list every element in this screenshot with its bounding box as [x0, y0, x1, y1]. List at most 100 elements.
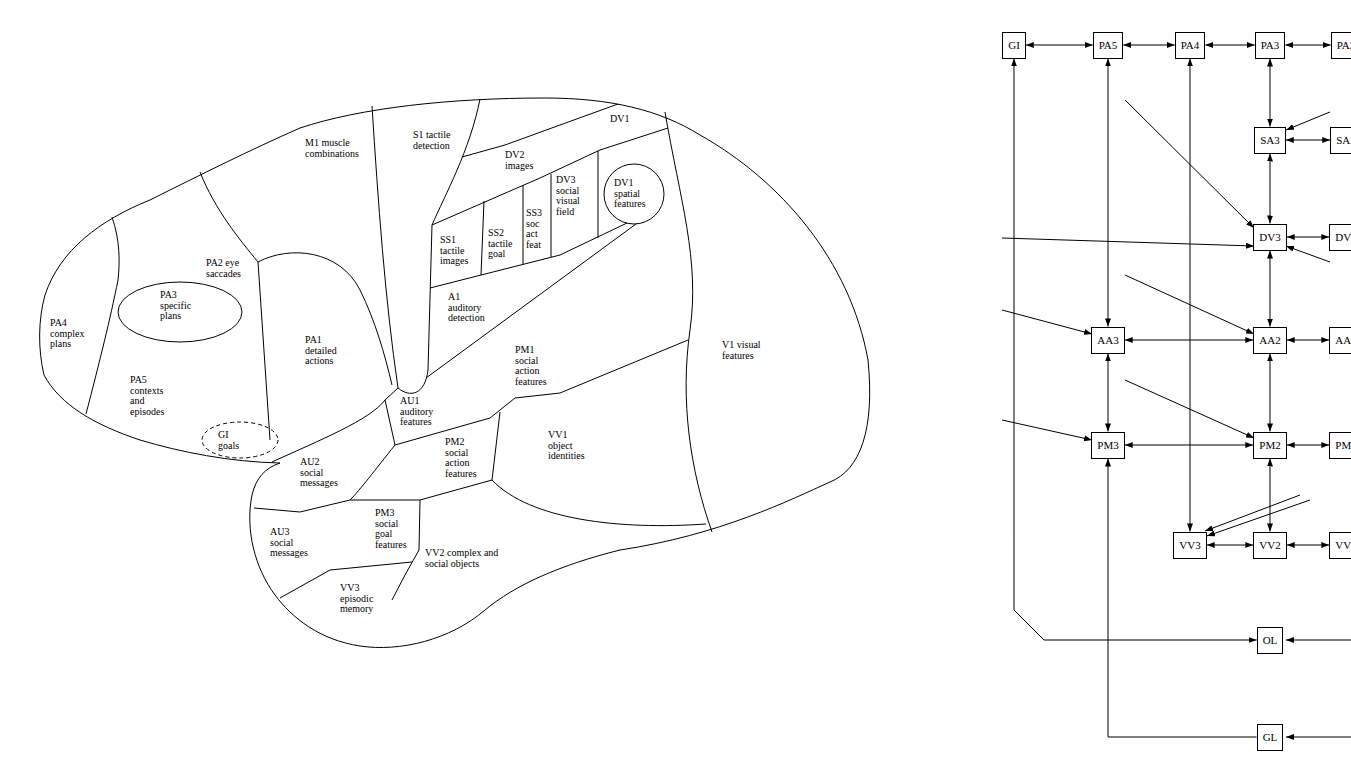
brain-outline	[40, 98, 870, 648]
region-label: SS2 tactile goal	[488, 228, 520, 260]
region-boundary	[118, 282, 242, 342]
region-boundary	[481, 201, 484, 275]
region-boundary	[392, 500, 420, 600]
region-label: SS3 soc act feat	[526, 208, 546, 250]
module-box: PA5	[1093, 32, 1124, 59]
module-box: PM1	[1329, 432, 1351, 459]
connector-arrow	[1287, 237, 1330, 238]
module-name: PA5	[1099, 39, 1118, 52]
region-label: PA5 contexts and episodes	[130, 375, 176, 417]
module-name: PM2	[1259, 439, 1280, 452]
region-label: PM2 social action features	[445, 437, 483, 479]
module-name: PM3	[1097, 439, 1118, 452]
connector-arrow	[1287, 545, 1330, 546]
region-boundary	[604, 164, 664, 224]
connector-arrow	[1207, 545, 1254, 546]
input-line	[1002, 420, 1092, 440]
connector-arrow	[1287, 445, 1330, 446]
module-box: AA2	[1253, 327, 1286, 354]
module-name: PA3	[1261, 39, 1280, 52]
module-box: PM2	[1253, 432, 1286, 459]
module-box: PA2	[1331, 32, 1351, 59]
connector-arrow	[1123, 45, 1174, 46]
region-label: VV3 episodic memory	[340, 583, 384, 615]
connector-arrow	[1269, 459, 1270, 532]
input-line	[1002, 310, 1092, 334]
region-label: V1 visual features	[722, 340, 764, 361]
module-box: PA3	[1255, 32, 1286, 59]
connector-arrow	[1205, 45, 1254, 46]
connector-arrow	[1269, 251, 1270, 327]
module-name: GL	[1263, 731, 1278, 744]
region-label: PM3 social goal features	[375, 508, 413, 550]
connector-arrow	[1269, 354, 1270, 432]
region-boundary	[372, 106, 398, 388]
region-boundary	[492, 480, 706, 526]
region-label: PA3 specific plans	[160, 290, 202, 322]
region-label: VV2 complex and social objects	[425, 548, 513, 569]
connector-arrow	[1107, 354, 1108, 432]
module-name: AA3	[1097, 334, 1118, 347]
module-name: SA2	[1336, 134, 1351, 147]
module-name: AA1	[1335, 334, 1351, 347]
region-label: DV1	[610, 114, 636, 125]
region-boundary	[432, 128, 668, 225]
region-label: GI goals	[218, 430, 248, 451]
module-box: PA4	[1175, 32, 1206, 59]
region-label: AU1 auditory features	[400, 396, 440, 428]
region-boundary	[665, 112, 712, 532]
region-label: PA2 eye saccades	[206, 258, 246, 279]
module-name: VV3	[1179, 539, 1200, 552]
region-boundary	[398, 225, 432, 393]
module-box: GI	[1002, 32, 1026, 59]
region-label: AU3 social messages	[270, 527, 312, 559]
connector-arrow	[1125, 445, 1254, 446]
module-name: SA3	[1260, 134, 1280, 147]
region-label: PM1 social action features	[515, 345, 555, 387]
module-name: VV1	[1335, 539, 1351, 552]
module-box: VV3	[1173, 532, 1206, 559]
region-boundary	[258, 253, 392, 385]
module-box: PM3	[1091, 432, 1124, 459]
input-line	[1286, 246, 1330, 262]
region-boundary	[86, 217, 119, 414]
connector-arrow	[1026, 45, 1093, 46]
region-label: M1 muscle combinations	[305, 138, 369, 159]
connector-arrow	[1270, 59, 1271, 127]
module-box: SA3	[1254, 127, 1286, 154]
input-line	[1205, 495, 1300, 531]
module-name: PA4	[1181, 39, 1200, 52]
connector-arrow	[1189, 59, 1190, 532]
module-name: DV2	[1335, 231, 1351, 244]
input-line	[1286, 737, 1351, 738]
connector-arrow	[1125, 340, 1254, 341]
region-boundary	[272, 388, 398, 462]
connector-arrow	[1269, 154, 1270, 224]
connector-arrow	[1107, 59, 1108, 327]
connector-arrow	[1285, 45, 1330, 46]
region-label: A1 auditory detection	[448, 292, 490, 324]
module-box: SA2	[1330, 127, 1351, 154]
input-line	[1002, 238, 1254, 246]
module-box: VV2	[1253, 532, 1286, 559]
region-label: PA1 detailed actions	[305, 335, 349, 367]
module-name: PM1	[1335, 439, 1351, 452]
input-line	[1286, 112, 1330, 130]
region-boundary	[598, 151, 599, 238]
region-boundary	[432, 99, 480, 225]
module-name: DV3	[1259, 231, 1280, 244]
module-box: DV2	[1329, 224, 1351, 251]
connector-arrow	[1014, 59, 1257, 641]
module-box: AA1	[1329, 327, 1351, 354]
input-line	[1286, 640, 1351, 641]
module-box: VV1	[1329, 532, 1351, 559]
connector-arrow	[1287, 340, 1330, 341]
module-box: DV3	[1253, 224, 1286, 251]
module-box: OL	[1257, 627, 1284, 654]
region-label: VV1 object identities	[548, 430, 592, 462]
module-box: GL	[1257, 724, 1284, 751]
module-name: VV2	[1259, 539, 1280, 552]
region-boundary	[395, 340, 688, 445]
region-label: PA4 complex plans	[50, 318, 90, 350]
